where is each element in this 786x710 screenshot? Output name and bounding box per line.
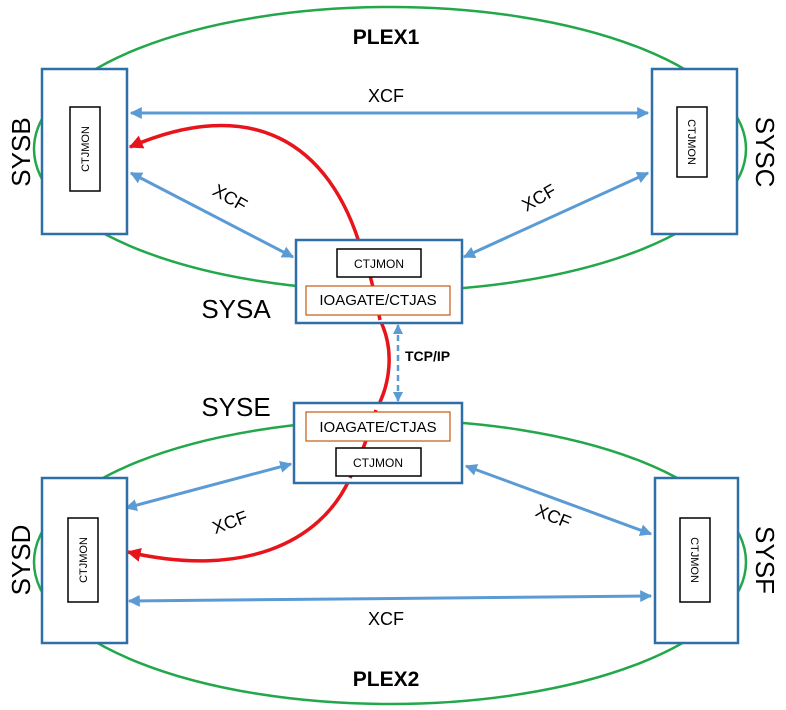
sysb-monitor-box — [69, 106, 101, 192]
xcf-arrow-sysd-sysf — [127, 590, 653, 607]
sysa-gateway-box — [305, 285, 451, 316]
sysd-label: SYSD — [6, 525, 36, 596]
route-curve-syse-sysd — [126, 477, 352, 563]
syse-gateway-label: IOAGATE/CTJAS — [319, 419, 436, 436]
tcpip-label: TCP/IP — [405, 348, 450, 364]
sysf-monitor-box — [679, 517, 711, 603]
sysf-label: SYSF — [750, 526, 780, 594]
sysa-gateway-label: IOAGATE/CTJAS — [319, 292, 436, 309]
sysa-monitor-label: CTJMON — [354, 257, 404, 271]
sysa-monitor-box — [336, 248, 422, 278]
xcf-label-sysc-sysa: XCF — [518, 180, 559, 215]
xcf-arrow-syse-sysd — [124, 460, 293, 512]
sysa-label: SYSA — [201, 294, 271, 324]
xcf-label-syse-sysf: XCF — [533, 500, 574, 532]
sysc-monitor-label: CTJMON — [685, 119, 697, 165]
xcf-arrow-sysc-sysa — [462, 171, 650, 259]
sysb-label: SYSB — [6, 117, 36, 186]
sysd-monitor-box — [67, 517, 99, 603]
route-curve-sysa-syse — [374, 319, 391, 411]
xcf-label-sysb-sysc: XCF — [368, 86, 404, 106]
xcf-arrow-syse-sysf — [464, 464, 653, 536]
xcf-label-syse-sysd: XCF — [210, 507, 251, 538]
plex1-label: PLEX1 — [353, 26, 420, 49]
syse-gateway-box — [305, 411, 451, 442]
xcf-label-sysb-sysa: XCF — [209, 180, 250, 215]
xcf-label-sysd-sysf: XCF — [368, 609, 404, 629]
sysb-monitor-label: CTJMON — [80, 126, 92, 172]
sysf-monitor-label: CTJMON — [688, 537, 700, 583]
route-curve-sysa-sysb — [128, 123, 364, 253]
xcf-arrow-sysb-sysa — [129, 171, 295, 259]
sysd-monitor-label: CTJMON — [78, 537, 90, 583]
syse-monitor-box — [335, 447, 422, 477]
sysc-label: SYSC — [750, 117, 780, 188]
sysc-monitor-box — [676, 106, 708, 178]
plex2-label: PLEX2 — [353, 668, 420, 691]
syse-label: SYSE — [201, 392, 270, 422]
syse-monitor-label: CTJMON — [353, 456, 403, 470]
